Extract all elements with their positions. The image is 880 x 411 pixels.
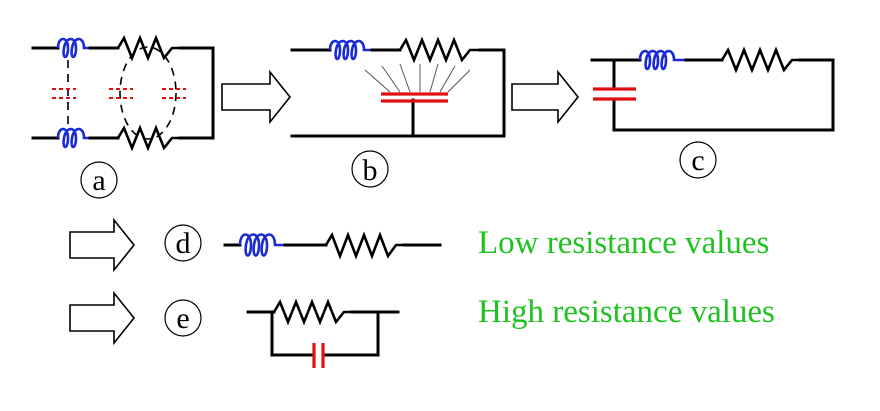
resistor-e <box>272 298 352 326</box>
capacitor-e <box>312 343 325 368</box>
inductor-b <box>328 39 372 61</box>
resistor-a-top <box>116 34 180 62</box>
label-a-circle <box>80 161 118 199</box>
resistor-c <box>720 46 800 74</box>
inductor-a-top <box>56 37 90 59</box>
arrow-a-to-b <box>221 69 292 125</box>
row-d: d Low resistance values <box>69 217 769 273</box>
circuit-b: b <box>290 36 506 188</box>
label-a: a <box>92 164 105 197</box>
label-d-circle <box>164 224 202 262</box>
label-c-circle <box>679 141 717 179</box>
stray-capacitance-a <box>52 88 186 99</box>
arrow-b-to-c <box>511 69 580 125</box>
circuit-c: c <box>590 46 835 179</box>
label-d: d <box>176 227 191 260</box>
resistor-b <box>398 36 480 64</box>
label-e: e <box>176 302 189 335</box>
row-e: e High resistance values <box>69 290 775 368</box>
arrow-d <box>69 217 136 273</box>
caption-high-resistance: High resistance values <box>478 294 775 330</box>
inductor-c <box>638 49 686 71</box>
inductor-d <box>238 233 285 257</box>
arrow-e <box>69 290 136 346</box>
caption-low-resistance: Low resistance values <box>478 225 769 261</box>
label-c: c <box>691 144 704 177</box>
field-lines-b <box>364 63 471 93</box>
capacitor-c <box>593 87 636 101</box>
resistor-d <box>324 231 404 260</box>
inductor-a-bottom <box>56 127 90 149</box>
label-b: b <box>363 154 378 187</box>
label-e-circle <box>164 299 202 337</box>
capacitor-b <box>381 92 448 103</box>
resistor-a-bottom <box>116 124 180 152</box>
label-b-circle <box>351 150 389 188</box>
circuit-a: a <box>31 34 215 199</box>
